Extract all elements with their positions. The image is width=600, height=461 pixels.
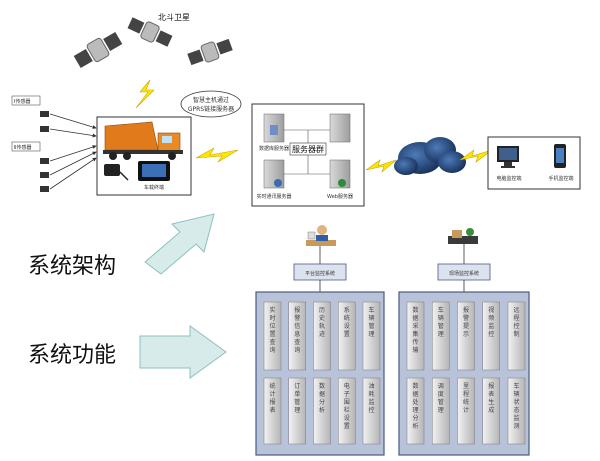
server-label: 实时通讯服务器 [256, 193, 291, 200]
sensor-icon [40, 172, 49, 178]
function-key-label: 报警提示 [463, 306, 469, 338]
function-key-label: 调度管理 [438, 382, 444, 414]
desktop-computer-icon [497, 146, 519, 168]
gps-device-icon [104, 164, 129, 181]
function-key-label: 车辆管理 [438, 306, 444, 338]
function-key-label: 数据分析 [319, 382, 325, 414]
gprs-bubble [180, 90, 242, 118]
function-key [338, 301, 356, 371]
sensor-group-2-label: Ⅱ传感器 [14, 144, 31, 151]
function-key-label: 历史轨迹 [319, 307, 325, 338]
server-label: 数据库服务器 [259, 145, 289, 152]
function-key-label: 车辆管理 [368, 306, 374, 338]
function-key-label: 油耗监控 [368, 382, 374, 414]
gprs-label-line1: 智慧主机通过 [193, 96, 229, 104]
server-connector-lines [284, 129, 330, 175]
system-architecture-label: 系统架构 [28, 254, 116, 279]
system-functions-label: 系统功能 [28, 343, 116, 368]
sensor-icon [40, 111, 49, 117]
function-key [288, 301, 306, 371]
operator-desk-icon [306, 225, 336, 246]
mobile-phone-icon [554, 144, 566, 168]
function-key [263, 377, 282, 445]
truck-icon [103, 121, 183, 160]
functions-arrow [139, 325, 227, 379]
function-key [406, 377, 425, 445]
function-key [263, 301, 282, 371]
server-label: Web服务器 [327, 193, 353, 200]
sensor-icon [40, 126, 49, 132]
panel-title: 现场监控系统 [449, 270, 479, 277]
sensor-icon [40, 158, 49, 164]
function-key-label: 统计报表 [269, 382, 275, 414]
signal-lightning-icon [365, 159, 397, 173]
gprs-label-line2: GPRS链接服务器 [188, 105, 234, 113]
function-key-label: 视频监控 [488, 306, 494, 338]
sensor-group-1: Ⅰ传感器 [11, 95, 49, 132]
terminal-screen-icon [138, 161, 170, 181]
function-key-label: 实时位置查询 [269, 306, 275, 354]
sensor-group-1-label: Ⅰ传感器 [14, 98, 30, 105]
operator-equipment-icon [448, 228, 478, 244]
signal-lightning-icon [135, 79, 155, 109]
architecture-arrow [144, 213, 215, 275]
server-icon [263, 113, 285, 143]
function-key-label: 数据处理分析 [412, 382, 418, 430]
function-key-label: 电子围栏设置 [344, 382, 350, 430]
panel-title: 平台监控系统 [305, 270, 335, 277]
function-key [482, 301, 500, 371]
function-key [362, 377, 381, 445]
function-key [313, 301, 331, 371]
sensor-connector-lines [49, 113, 97, 190]
function-key-label: 订单管理 [294, 383, 300, 414]
satellite-label: 北斗卫星 [158, 13, 190, 22]
function-key-label: 车辆状态监测 [513, 382, 519, 430]
server-icon [329, 159, 351, 189]
function-key [288, 377, 306, 445]
function-key-label: 数据采集传输 [412, 306, 418, 354]
internet-cloud-icon [394, 137, 466, 175]
server-icon [329, 113, 351, 143]
server-cluster-title: 服务器群 [292, 144, 324, 154]
function-key-label: 远程控制 [513, 306, 519, 338]
sensor-group-2: Ⅱ传感器 [11, 141, 49, 192]
function-key-label: 报警信息查询 [294, 306, 300, 354]
function-key [482, 377, 500, 445]
satellite-icon [73, 17, 233, 69]
function-key-label: 报表生成 [488, 382, 494, 414]
function-key [313, 377, 331, 445]
sensor-icon [40, 186, 49, 192]
signal-lightning-icon [195, 147, 239, 163]
server-icon [263, 159, 285, 189]
vehicle-device-label: 车载终端 [144, 184, 164, 191]
function-key-label: 里程统计 [463, 383, 469, 414]
function-key [432, 301, 450, 371]
function-key [457, 377, 475, 445]
function-key-label: 系统设置 [344, 306, 350, 338]
function-key [338, 377, 356, 445]
function-key [406, 301, 425, 371]
function-key [432, 377, 450, 445]
client-label: 电脑监控端 [496, 175, 521, 182]
function-key [362, 301, 381, 371]
function-key [507, 301, 526, 371]
function-key [457, 301, 475, 371]
function-key [507, 377, 526, 445]
client-label: 手机监控端 [548, 175, 573, 182]
